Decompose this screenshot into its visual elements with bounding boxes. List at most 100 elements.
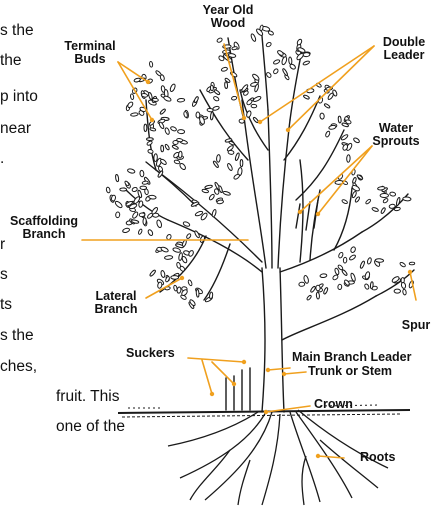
leaf (380, 194, 388, 198)
label-trunk-or-stem: Trunk or Stem (308, 365, 392, 378)
leaf (210, 85, 213, 91)
leaf (169, 83, 176, 92)
leaf (277, 50, 284, 57)
leaf (147, 138, 154, 141)
leaf (127, 168, 135, 174)
leaf (194, 230, 200, 238)
leader-double-leader-1 (260, 46, 374, 122)
leaf (350, 246, 356, 253)
leaf (221, 67, 228, 72)
leaf (299, 282, 305, 286)
leaf (355, 196, 361, 202)
leaf (205, 185, 213, 189)
leaf (360, 261, 366, 269)
leaf (399, 262, 406, 268)
leaf (324, 103, 331, 109)
label-spur: Spur (396, 319, 436, 332)
leaf (161, 145, 164, 152)
leaf (147, 149, 153, 154)
leaf (281, 56, 287, 65)
leaf (328, 125, 336, 130)
leaf (273, 68, 279, 74)
leaf (338, 284, 342, 290)
leaf (196, 289, 199, 297)
leaf (303, 52, 310, 56)
leaf (403, 197, 412, 202)
leaf (364, 283, 370, 289)
leaf (124, 180, 129, 186)
label-line: Branch (2, 228, 86, 241)
label-line: Buds (58, 53, 122, 66)
leaf (250, 33, 256, 42)
leaf (170, 126, 177, 132)
leaf (320, 273, 327, 277)
leaf (174, 160, 180, 165)
leaf (409, 262, 415, 265)
leaf (370, 282, 373, 289)
label-scaffolding-branch: Scaffolding Branch (2, 215, 86, 241)
leaf (334, 268, 339, 275)
leaf (179, 162, 187, 170)
leaf (288, 57, 292, 65)
leaf (240, 160, 243, 167)
leaf (389, 192, 395, 197)
leaf (132, 187, 138, 193)
leaf (172, 145, 179, 150)
leaf (152, 98, 158, 101)
leaf (350, 273, 356, 282)
leaf (325, 131, 331, 138)
leaf (266, 42, 272, 48)
leaf (251, 104, 257, 108)
leaf (172, 247, 181, 253)
leaf (266, 72, 272, 78)
leaf (186, 233, 192, 239)
leaf (176, 262, 181, 269)
leaf (149, 61, 153, 67)
ground-line (118, 405, 410, 417)
leaf (155, 70, 162, 77)
leaf (173, 140, 178, 144)
leaf (144, 189, 148, 195)
leaf (343, 257, 347, 263)
leaf (210, 112, 214, 120)
leaf (148, 195, 156, 200)
leaf (164, 127, 170, 135)
leaf (160, 270, 165, 278)
label-terminal-buds: Terminal Buds (58, 40, 122, 66)
leaf (177, 98, 185, 102)
leaf (171, 276, 179, 280)
leaf (375, 259, 384, 263)
leaf (268, 30, 274, 36)
leaf (235, 153, 240, 161)
leaf (303, 94, 310, 99)
leader-suckers-3 (212, 362, 234, 384)
leaf (231, 96, 237, 100)
leaf (152, 213, 158, 217)
leaf (396, 197, 401, 206)
leaf (209, 292, 213, 299)
leaf (143, 218, 146, 225)
leaf (383, 198, 389, 204)
leaf (233, 173, 240, 180)
leaf (227, 163, 234, 171)
leaf (130, 94, 134, 100)
leaf (115, 174, 119, 182)
label-year-old-wood: Year Old Wood (197, 4, 259, 30)
leaf (178, 151, 182, 158)
leaf (211, 209, 216, 217)
leaf (332, 274, 339, 280)
leader-main-branch-leader (268, 368, 290, 370)
leaf (365, 199, 371, 205)
label-line: Wood (197, 17, 259, 30)
leaf (120, 188, 127, 191)
leaf (296, 39, 302, 46)
leaf (149, 269, 156, 276)
leaf (357, 174, 364, 180)
leaf (178, 129, 185, 133)
leaf (177, 287, 182, 294)
leader-trunk-or-stem (284, 372, 306, 374)
leaf (323, 287, 328, 294)
leaf (341, 199, 348, 204)
roots-illustration (168, 410, 388, 505)
